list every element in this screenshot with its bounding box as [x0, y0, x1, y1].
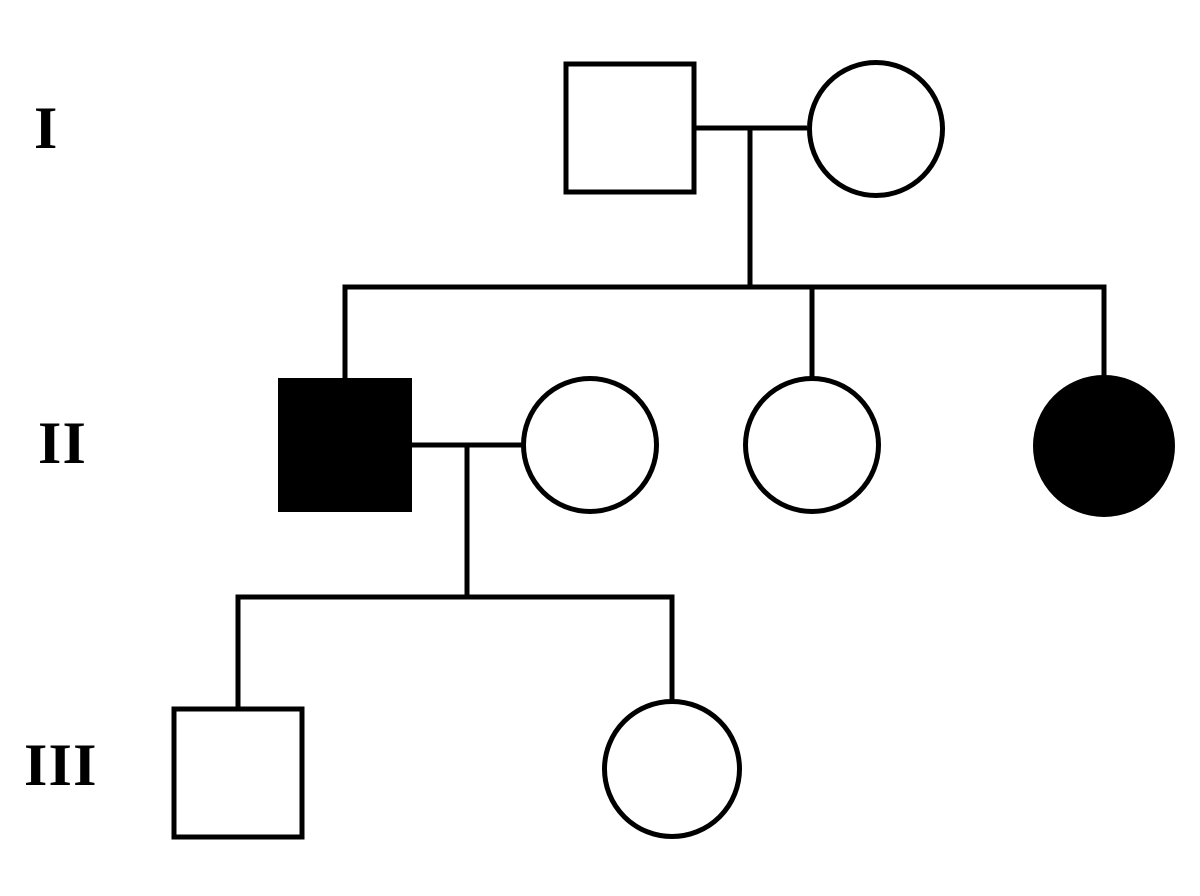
individual-ii-1-male-affected[interactable]: [278, 378, 412, 512]
individual-iii-2-female-unaffected[interactable]: [602, 699, 742, 839]
individual-i-1-male-unaffected[interactable]: [563, 61, 697, 195]
individual-ii-2-female-unaffected[interactable]: [521, 376, 659, 514]
sibship-bar-gen2: [342, 284, 1107, 382]
individual-iii-1-male-unaffected[interactable]: [171, 706, 305, 840]
individual-ii-3-female-unaffected[interactable]: [743, 376, 881, 514]
individual-i-2-female-unaffected[interactable]: [807, 60, 945, 198]
mating-line-gen2: [410, 442, 522, 599]
individual-ii-4-female-affected[interactable]: [1033, 375, 1175, 517]
generation-label-1: I: [34, 95, 59, 161]
generation-label-3: III: [24, 732, 98, 798]
sibship-bar-gen3: [235, 594, 675, 712]
mating-line-gen1: [694, 125, 807, 289]
generation-label-2: II: [38, 410, 88, 476]
